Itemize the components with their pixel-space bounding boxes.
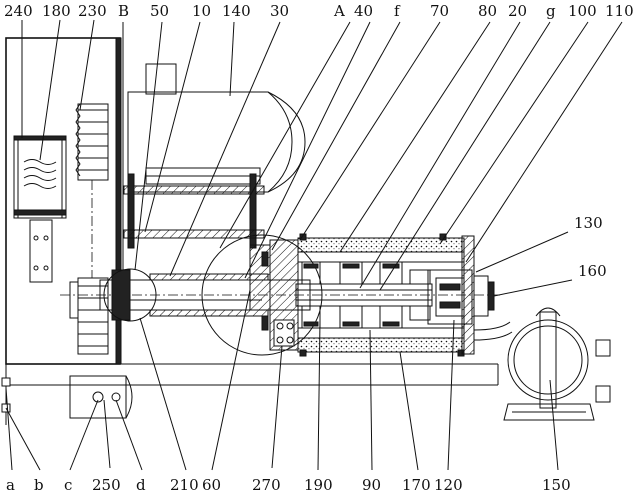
motor-140: [123, 63, 306, 249]
seal-housing: [249, 239, 299, 351]
label-100: 100: [568, 2, 597, 20]
labels-bottom: a b c 250 d 210 60 270 190 90 170 120 15…: [6, 476, 571, 494]
label-d: d: [136, 476, 146, 494]
labels-top: 240 180 230 B 50 10 140 30 A 40 f 70 80 …: [4, 2, 634, 20]
label-a-bottom: a: [6, 476, 15, 494]
label-f: f: [394, 2, 401, 20]
label-190: 190: [304, 476, 333, 494]
label-90: 90: [362, 476, 381, 494]
label-180: 180: [42, 2, 71, 20]
label-110: 110: [605, 2, 634, 20]
label-g: g: [546, 2, 556, 20]
detail-circle-a: [201, 234, 323, 356]
label-10: 10: [192, 2, 211, 20]
label-b-top: B: [118, 2, 129, 20]
label-70: 70: [430, 2, 449, 20]
end-cover: [427, 235, 513, 355]
pump-150: [503, 307, 611, 421]
grinding-chamber: [295, 233, 465, 357]
label-80: 80: [478, 2, 497, 20]
detail-circle-b: [103, 268, 157, 322]
label-20: 20: [508, 2, 527, 20]
label-160: 160: [578, 262, 607, 280]
lower-flange: [1, 375, 133, 419]
label-210: 210: [170, 476, 199, 494]
label-120: 120: [434, 476, 463, 494]
label-50: 50: [150, 2, 169, 20]
spring-unit: [13, 135, 67, 283]
label-c: c: [64, 476, 72, 494]
label-130: 130: [574, 214, 603, 232]
label-30: 30: [270, 2, 289, 20]
label-150: 150: [542, 476, 571, 494]
label-60: 60: [202, 476, 221, 494]
label-240: 240: [4, 2, 33, 20]
pulley-set: [69, 103, 109, 355]
label-140: 140: [222, 2, 251, 20]
label-270: 270: [252, 476, 281, 494]
rotor-discs: [301, 261, 431, 329]
label-40: 40: [354, 2, 373, 20]
labels-right: 130 160: [574, 214, 607, 280]
label-170: 170: [402, 476, 431, 494]
label-a-top: A: [333, 2, 345, 20]
label-b-bottom: b: [34, 476, 44, 494]
label-230: 230: [78, 2, 107, 20]
label-250: 250: [92, 476, 121, 494]
leader-lines: [5, 19, 623, 471]
